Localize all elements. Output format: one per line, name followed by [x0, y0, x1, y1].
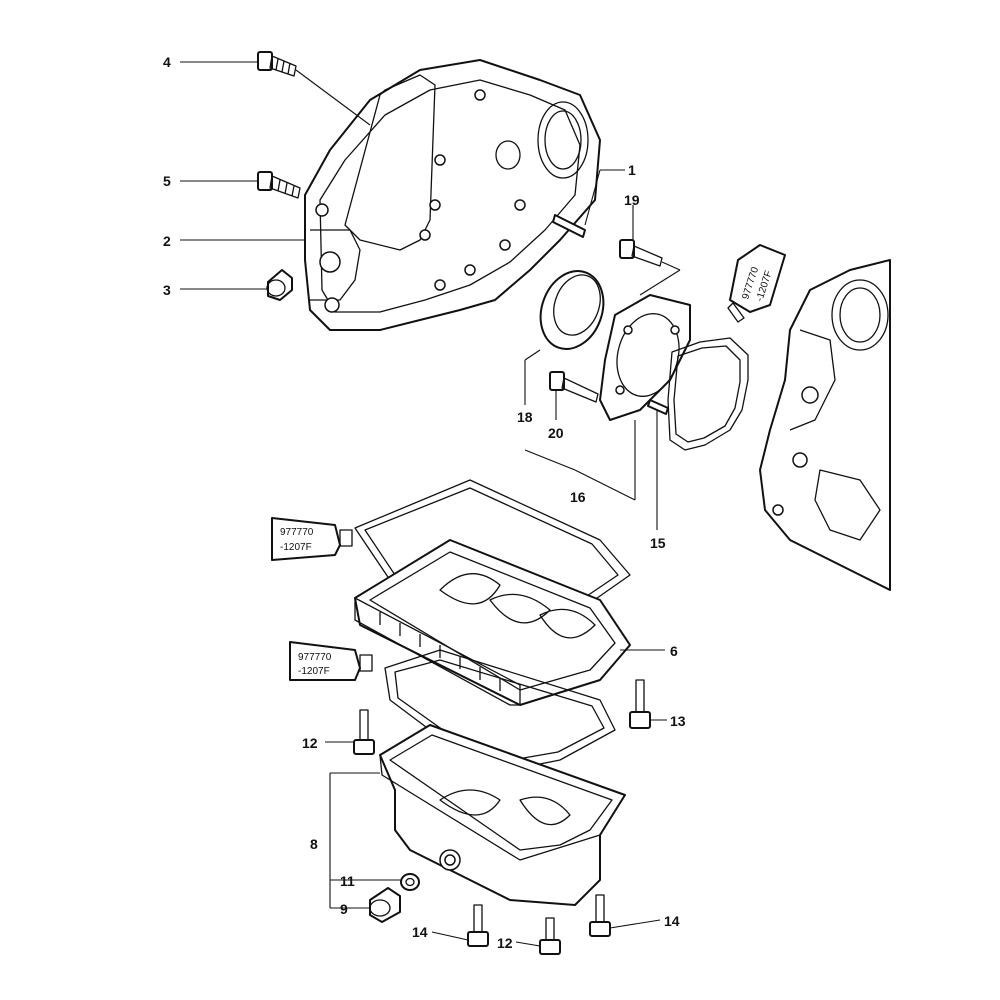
bolt-19	[619, 239, 663, 267]
callout-2: 2	[163, 233, 171, 249]
bolt-14-right	[589, 894, 611, 937]
flywheel-housing	[304, 59, 601, 331]
bolt-14-left	[467, 904, 489, 947]
sealant-tube-3: 977770 -1207F	[289, 641, 373, 681]
sealant-tube-2-text-2: -1207F	[280, 542, 312, 553]
pin-15	[647, 399, 669, 415]
oil-seal-18	[539, 270, 605, 350]
sealant-tube-3-text-2: -1207F	[298, 666, 330, 677]
bolt-12-upper	[353, 709, 375, 755]
lower-gasket	[384, 649, 616, 771]
bolt-13	[629, 679, 651, 729]
callout-8: 8	[310, 836, 318, 852]
callout-13: 13	[670, 713, 686, 729]
bolt-12-lower	[539, 917, 561, 955]
sealant-tube-1: 977770 -1207F	[727, 244, 786, 323]
callout-1: 1	[628, 162, 636, 178]
callout-6: 6	[670, 643, 678, 659]
callout-14-left: 14	[412, 924, 428, 940]
bolt-4	[257, 51, 297, 77]
oil-seal-case-16	[599, 294, 691, 421]
callout-9: 9	[340, 901, 348, 917]
callout-5: 5	[163, 173, 171, 189]
sealant-tube-2-text-1: 977770	[280, 527, 314, 538]
drain-plug-9	[369, 887, 401, 923]
callout-16: 16	[570, 489, 586, 505]
callout-18: 18	[517, 409, 533, 425]
callout-4: 4	[163, 54, 171, 70]
callout-3: 3	[163, 282, 171, 298]
seal-case-gasket	[667, 337, 749, 451]
callout-15: 15	[650, 535, 666, 551]
leader-lines	[180, 61, 681, 947]
callout-14-right: 14	[664, 913, 680, 929]
sealant-tube-3-text-1: 977770	[298, 652, 332, 663]
callout-12-upper: 12	[302, 735, 318, 751]
bolt-20	[549, 371, 599, 403]
sealant-tube-2: 977770 -1207F	[271, 517, 353, 561]
pin-1	[552, 214, 586, 238]
callout-11: 11	[340, 873, 355, 889]
callouts: 4 5 2 3 1 19 18 20 16 15 6 13 12 8 11 9 …	[163, 54, 686, 951]
oil-pan-spacer-6	[354, 539, 631, 706]
washer-11	[400, 873, 420, 891]
callout-12-lower: 12	[497, 935, 513, 951]
cylinder-block	[759, 259, 891, 591]
oil-pan-8	[379, 724, 626, 906]
plug-3	[266, 269, 293, 301]
callout-20: 20	[548, 425, 564, 441]
callout-19: 19	[624, 192, 640, 208]
bolt-5	[257, 171, 301, 199]
